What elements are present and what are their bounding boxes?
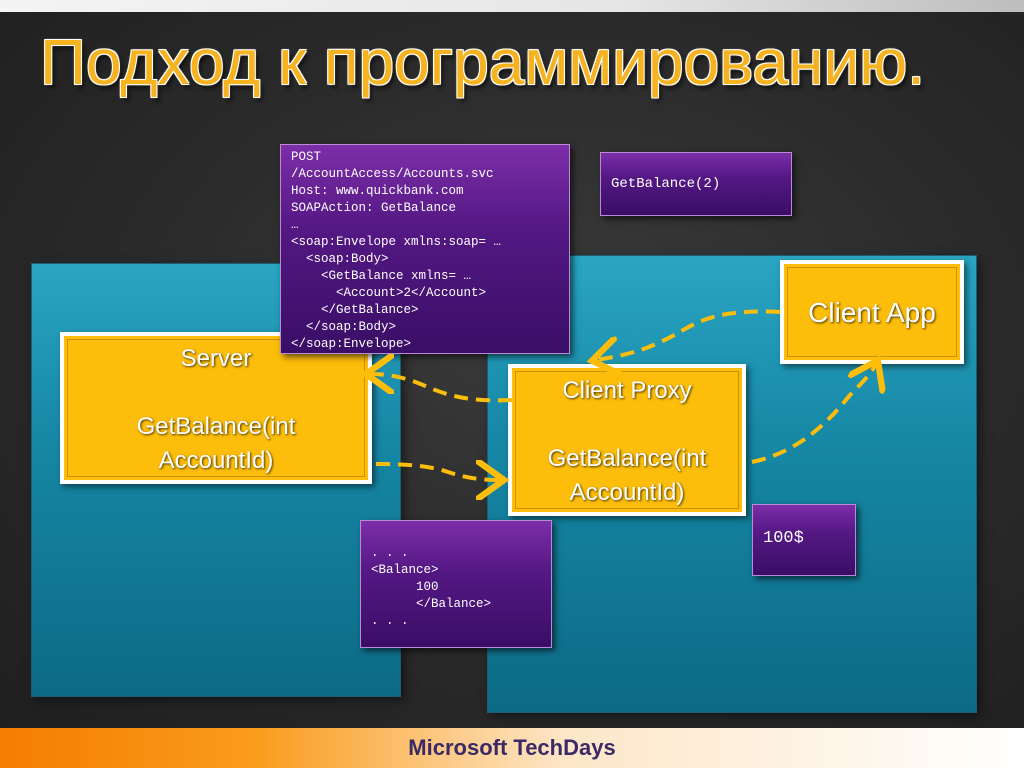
method-call-label: GetBalance(2) — [611, 176, 721, 192]
result-label: 100$ — [763, 529, 804, 548]
request-line: … — [291, 218, 299, 232]
proxy-method-line-1: GetBalance(int — [547, 445, 707, 472]
request-line: SOAPAction: GetBalance — [291, 201, 457, 215]
request-line: /AccountAccess/Accounts.svc — [291, 167, 494, 181]
request-line: POST — [291, 150, 322, 164]
request-line: Host: www.quickbank.com — [291, 184, 464, 198]
top-bar — [0, 0, 1024, 12]
response-line: . . . — [371, 614, 409, 628]
request-line: <soap:Envelope xmlns:soap= … — [291, 235, 502, 249]
footer-bar: Microsoft TechDays — [0, 728, 1024, 768]
response-line: 100 — [371, 580, 439, 594]
server-box: Server GetBalance(int AccountId) — [60, 332, 372, 484]
response-line: . . . — [371, 546, 409, 560]
soap-request-box: POST /AccountAccess/Accounts.svc Host: w… — [280, 144, 570, 354]
result-box: 100$ — [752, 504, 856, 576]
server-spacer — [64, 376, 368, 410]
client-app-box: Client App — [780, 260, 964, 364]
proxy-label: Client Proxy — [562, 377, 692, 404]
soap-response-box: . . . <Balance> 100 </Balance> . . . — [360, 520, 552, 648]
footer-brand: Microsoft TechDays — [408, 735, 616, 760]
method-call-box: GetBalance(2) — [600, 152, 792, 216]
response-line: <Balance> — [371, 563, 439, 577]
proxy-method-line-2: AccountId) — [569, 479, 685, 506]
response-line: </Balance> — [371, 597, 492, 611]
client-proxy-box: Client Proxy GetBalance(int AccountId) — [508, 364, 746, 516]
request-line: <GetBalance xmlns= … — [291, 269, 472, 283]
request-line: </soap:Envelope> — [291, 337, 412, 351]
request-line: <Account>2</Account> — [291, 286, 487, 300]
server-method-line-2: AccountId) — [158, 447, 274, 474]
server-method-line-1: GetBalance(int — [136, 413, 296, 440]
request-line: </GetBalance> — [291, 303, 419, 317]
request-line: </soap:Body> — [291, 320, 397, 334]
proxy-spacer — [512, 408, 742, 442]
client-app-label: Client App — [808, 297, 936, 328]
slide-title: Подход к программированию. — [40, 26, 925, 98]
request-line: <soap:Body> — [291, 252, 389, 266]
server-label: Server — [180, 345, 252, 372]
